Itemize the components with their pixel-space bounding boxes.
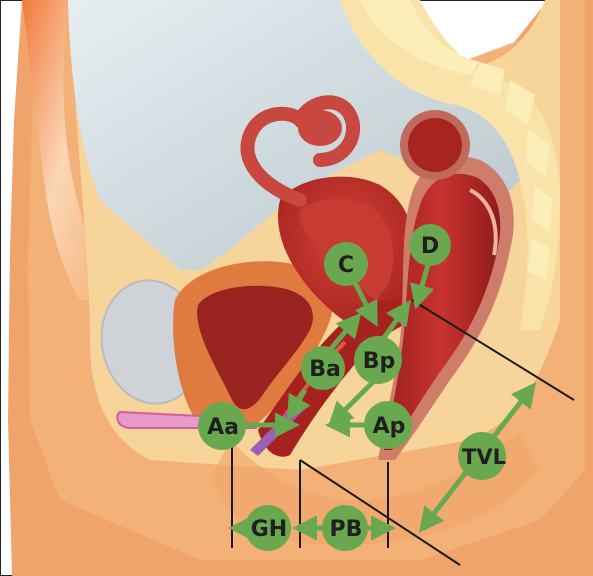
- marker-aa: Aa: [198, 402, 246, 450]
- marker-pb: PB: [322, 505, 368, 551]
- marker-d: D: [409, 224, 451, 266]
- label-ba: Ba: [309, 357, 341, 382]
- marker-ba: Ba: [301, 346, 345, 390]
- label-d: D: [421, 234, 439, 259]
- marker-c: C: [324, 242, 368, 286]
- label-tvl: TVL: [462, 445, 506, 469]
- marker-tvl: TVL: [458, 432, 506, 480]
- label-aa: Aa: [207, 415, 239, 440]
- label-c: C: [338, 253, 354, 278]
- label-bp: Bp: [363, 349, 396, 374]
- label-pb: PB: [330, 517, 363, 542]
- label-ap: Ap: [373, 414, 406, 439]
- marker-gh: GH: [245, 505, 291, 551]
- marker-ap: Ap: [364, 401, 412, 449]
- marker-bp: Bp: [354, 336, 402, 384]
- label-gh: GH: [251, 517, 287, 542]
- sigmoid-colon: [400, 110, 470, 180]
